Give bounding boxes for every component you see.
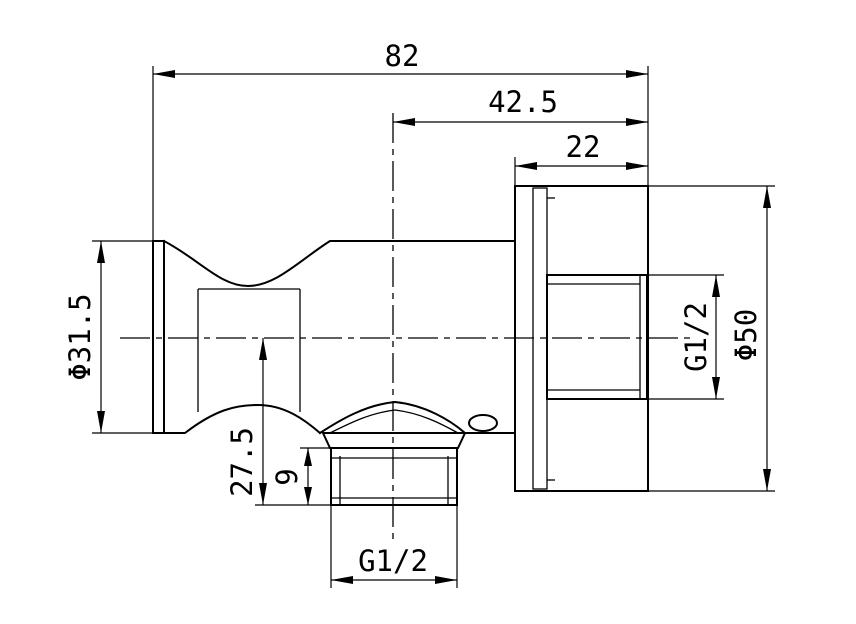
bottom-hex-nut xyxy=(321,432,467,449)
dim-body-diameter: Φ31.5 xyxy=(63,240,153,434)
dim-label-flange-width: 22 xyxy=(566,130,601,164)
dim-label-outlet-height: 27.5 xyxy=(225,427,259,497)
dim-flange-diameter: Φ50 xyxy=(648,185,775,492)
body-bottom-edge xyxy=(163,403,322,435)
dim-bottom-thread: G1/2 xyxy=(330,505,458,588)
left-end-cap xyxy=(152,240,165,434)
dim-label-side-thread: G1/2 xyxy=(679,302,713,372)
indicator-oval xyxy=(468,414,498,432)
body-top-edge xyxy=(162,239,516,288)
outlet-boss xyxy=(318,400,516,435)
dim-label-body-diameter: Φ31.5 xyxy=(63,293,97,380)
side-thread-stub xyxy=(546,274,648,400)
dim-label-flange-diameter: Φ50 xyxy=(729,309,763,361)
dim-label-thread-length: 9 xyxy=(270,468,304,485)
outlet-boss-inner xyxy=(329,409,459,434)
dim-label-overall-length: 82 xyxy=(385,39,420,73)
dim-thread-length: 9 xyxy=(270,447,331,505)
dim-outlet-height: 27.5 xyxy=(225,338,331,506)
dim-side-thread: G1/2 xyxy=(648,274,724,400)
bottom-thread-stub xyxy=(330,447,458,506)
dim-center-to-end: 42.5 xyxy=(393,85,648,126)
dim-flange-width: 22 xyxy=(514,130,648,186)
dim-label-center-to-end: 42.5 xyxy=(488,85,558,119)
dim-label-bottom-thread: G1/2 xyxy=(358,544,428,578)
